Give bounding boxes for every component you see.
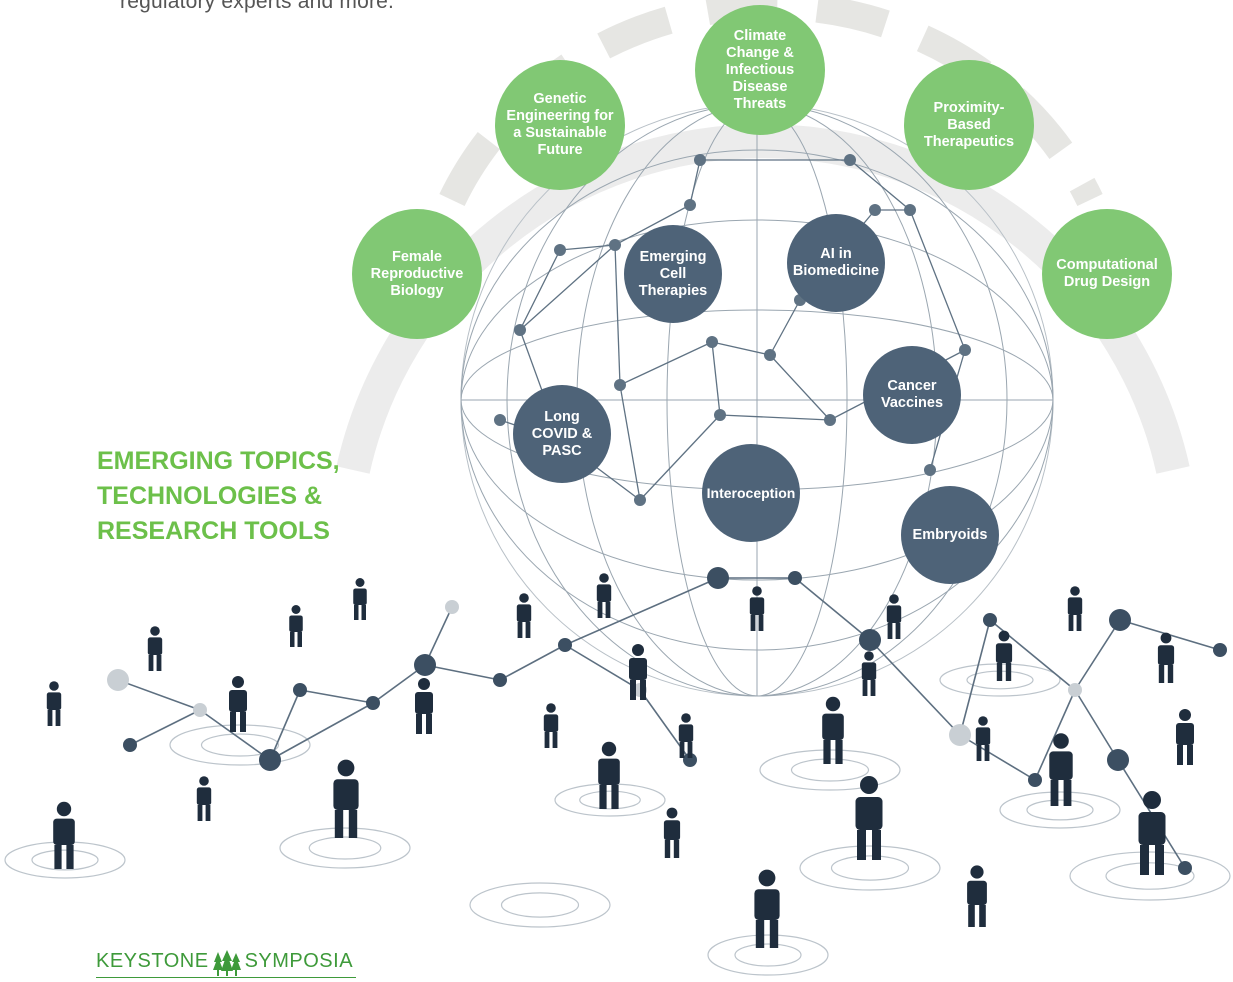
topic-bubble-embryoids: Embryoids (901, 486, 999, 584)
logo-word-keystone: KEYSTONE (96, 950, 209, 972)
topic-bubble-computational-drug-design: Computational Drug Design (1042, 209, 1172, 339)
topic-label: Embryoids (912, 526, 988, 543)
logo-word-symposia: SYMPOSIA (244, 950, 354, 972)
topic-label: Genetic Engineering for a Sustainable Fu… (506, 91, 614, 158)
topic-label: Long COVID & PASC (531, 408, 593, 459)
topic-label: Cancer Vaccines (880, 378, 944, 411)
intro-text: regulatory experts and more. (120, 0, 395, 13)
ground-rings (4, 663, 1231, 976)
topic-bubble-genetic-engineering: Genetic Engineering for a Sustainable Fu… (495, 60, 625, 190)
people-figures (46, 573, 1194, 948)
topic-label: Interoception (706, 484, 796, 501)
heading-line-3: RESEARCH TOOLS (97, 517, 330, 545)
topic-bubble-interoception: Interoception (702, 444, 800, 542)
heading-line-2: TECHNOLOGIES & (97, 482, 323, 510)
topic-label: Computational Drug Design (1056, 257, 1158, 290)
topic-bubble-climate-change: Climate Change & Infectious Disease Thre… (695, 5, 825, 135)
topic-bubble-long-covid-pasc: Long COVID & PASC (513, 385, 611, 483)
topic-label: AI in Biomedicine (792, 246, 880, 279)
trees-icon (212, 950, 241, 976)
topic-bubble-female-reproductive-biology: Female Reproductive Biology (352, 209, 482, 339)
topic-label: Emerging Cell Therapies (638, 248, 708, 299)
topic-bubble-proximity-based-therapeutics: Proximity-Based Therapeutics (904, 60, 1034, 190)
logo-underline (96, 977, 356, 978)
topic-label: Climate Change & Infectious Disease Thre… (725, 27, 795, 112)
topic-bubble-emerging-cell-therapies: Emerging Cell Therapies (624, 225, 722, 323)
topic-label: Female Reproductive Biology (370, 248, 464, 299)
topic-label: Proximity-Based Therapeutics (923, 99, 1015, 150)
section-heading: EMERGING TOPICS, TECHNOLOGIES & RESEARCH… (97, 444, 427, 549)
heading-line-1: EMERGING TOPICS, (97, 447, 340, 475)
network-nodes (107, 567, 1227, 875)
topic-bubble-ai-in-biomedicine: AI in Biomedicine (787, 214, 885, 312)
topic-bubble-cancer-vaccines: Cancer Vaccines (863, 346, 961, 444)
keystone-symposia-logo: KEYSTONE SYMPOSIA (96, 950, 358, 982)
